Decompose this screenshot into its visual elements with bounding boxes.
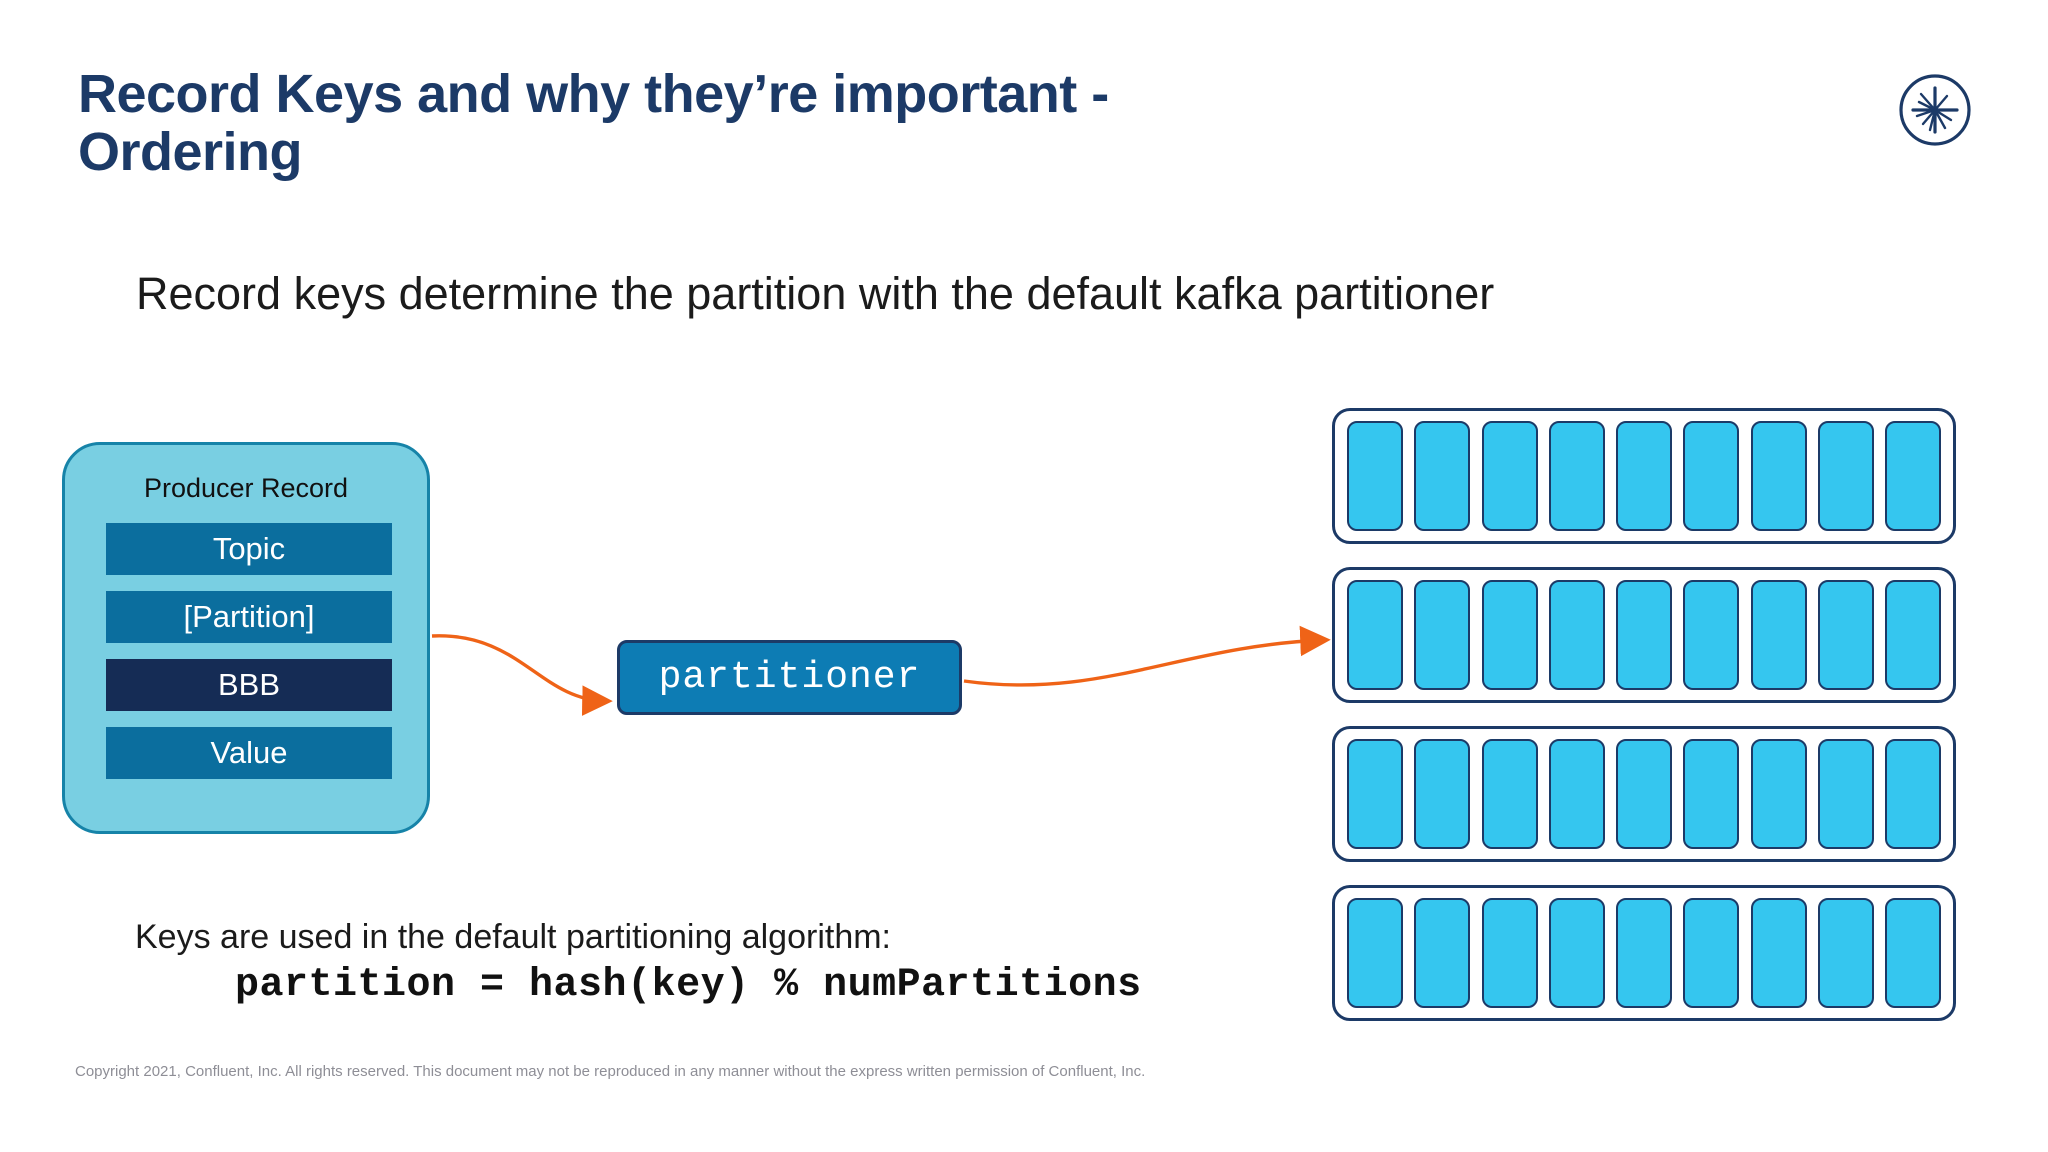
partition-cell [1414, 580, 1471, 690]
partition-row [1332, 408, 1956, 544]
partition-cell [1481, 739, 1538, 849]
partition-cell [1347, 421, 1403, 531]
partition-cell [1481, 898, 1538, 1008]
partition-row [1332, 567, 1956, 703]
partition-cell [1347, 739, 1403, 849]
partition-cell [1683, 739, 1740, 849]
partition-cell [1885, 580, 1941, 690]
partition-cell [1414, 421, 1471, 531]
partition-cell [1616, 421, 1672, 531]
partition-cell [1347, 898, 1403, 1008]
partition-cell [1347, 580, 1403, 690]
partition-row [1332, 885, 1956, 1021]
producer-record-row-topic: Topic [106, 523, 392, 575]
algorithm-label: Keys are used in the default partitionin… [135, 918, 892, 956]
partition-cell [1548, 580, 1605, 690]
producer-record-row-partition: [Partition] [106, 591, 392, 643]
producer-record-row-key: BBB [106, 659, 392, 711]
partitioner-box: partitioner [617, 640, 962, 715]
algorithm-formula: partition = hash(key) % numPartitions [235, 963, 1142, 1008]
partition-cell [1885, 739, 1941, 849]
partition-cell [1750, 421, 1807, 531]
partition-cell [1548, 739, 1605, 849]
partition-cell [1683, 580, 1740, 690]
partition-row [1332, 726, 1956, 862]
partition-cell [1481, 580, 1538, 690]
subtitle-text: Record keys determine the partition with… [136, 268, 1495, 319]
partition-cell [1885, 898, 1941, 1008]
partition-cell [1750, 739, 1807, 849]
partition-cell [1683, 898, 1740, 1008]
partition-grid [1332, 408, 1956, 1036]
partition-cell [1481, 421, 1538, 531]
confluent-logo [1897, 72, 1973, 148]
partition-cell [1817, 421, 1874, 531]
partition-cell [1616, 739, 1672, 849]
partition-cell [1548, 898, 1605, 1008]
partition-cell [1817, 898, 1874, 1008]
partition-cell [1548, 421, 1605, 531]
partition-cell [1414, 898, 1471, 1008]
partition-cell [1750, 580, 1807, 690]
partition-cell [1885, 421, 1941, 531]
producer-record-row-value: Value [106, 727, 392, 779]
arrow-partitioner-to-partition [963, 625, 1331, 687]
partition-cell [1817, 739, 1874, 849]
partition-cell [1616, 580, 1672, 690]
producer-record-title: Producer Record [143, 473, 349, 503]
partition-cell [1817, 580, 1874, 690]
confluent-logo-icon [1899, 74, 1971, 146]
copyright-notice: Copyright 2021, Confluent, Inc. All righ… [75, 1063, 1146, 1080]
producer-record-card: Producer Record Topic [Partition] BBB Va… [62, 442, 430, 834]
partition-cell [1414, 739, 1471, 849]
partition-cell [1616, 898, 1672, 1008]
partition-cell [1750, 898, 1807, 1008]
page-title: Record Keys and why they’re important - … [78, 64, 1109, 182]
partition-cell [1683, 421, 1740, 531]
arrow-record-to-partitioner [431, 634, 613, 716]
